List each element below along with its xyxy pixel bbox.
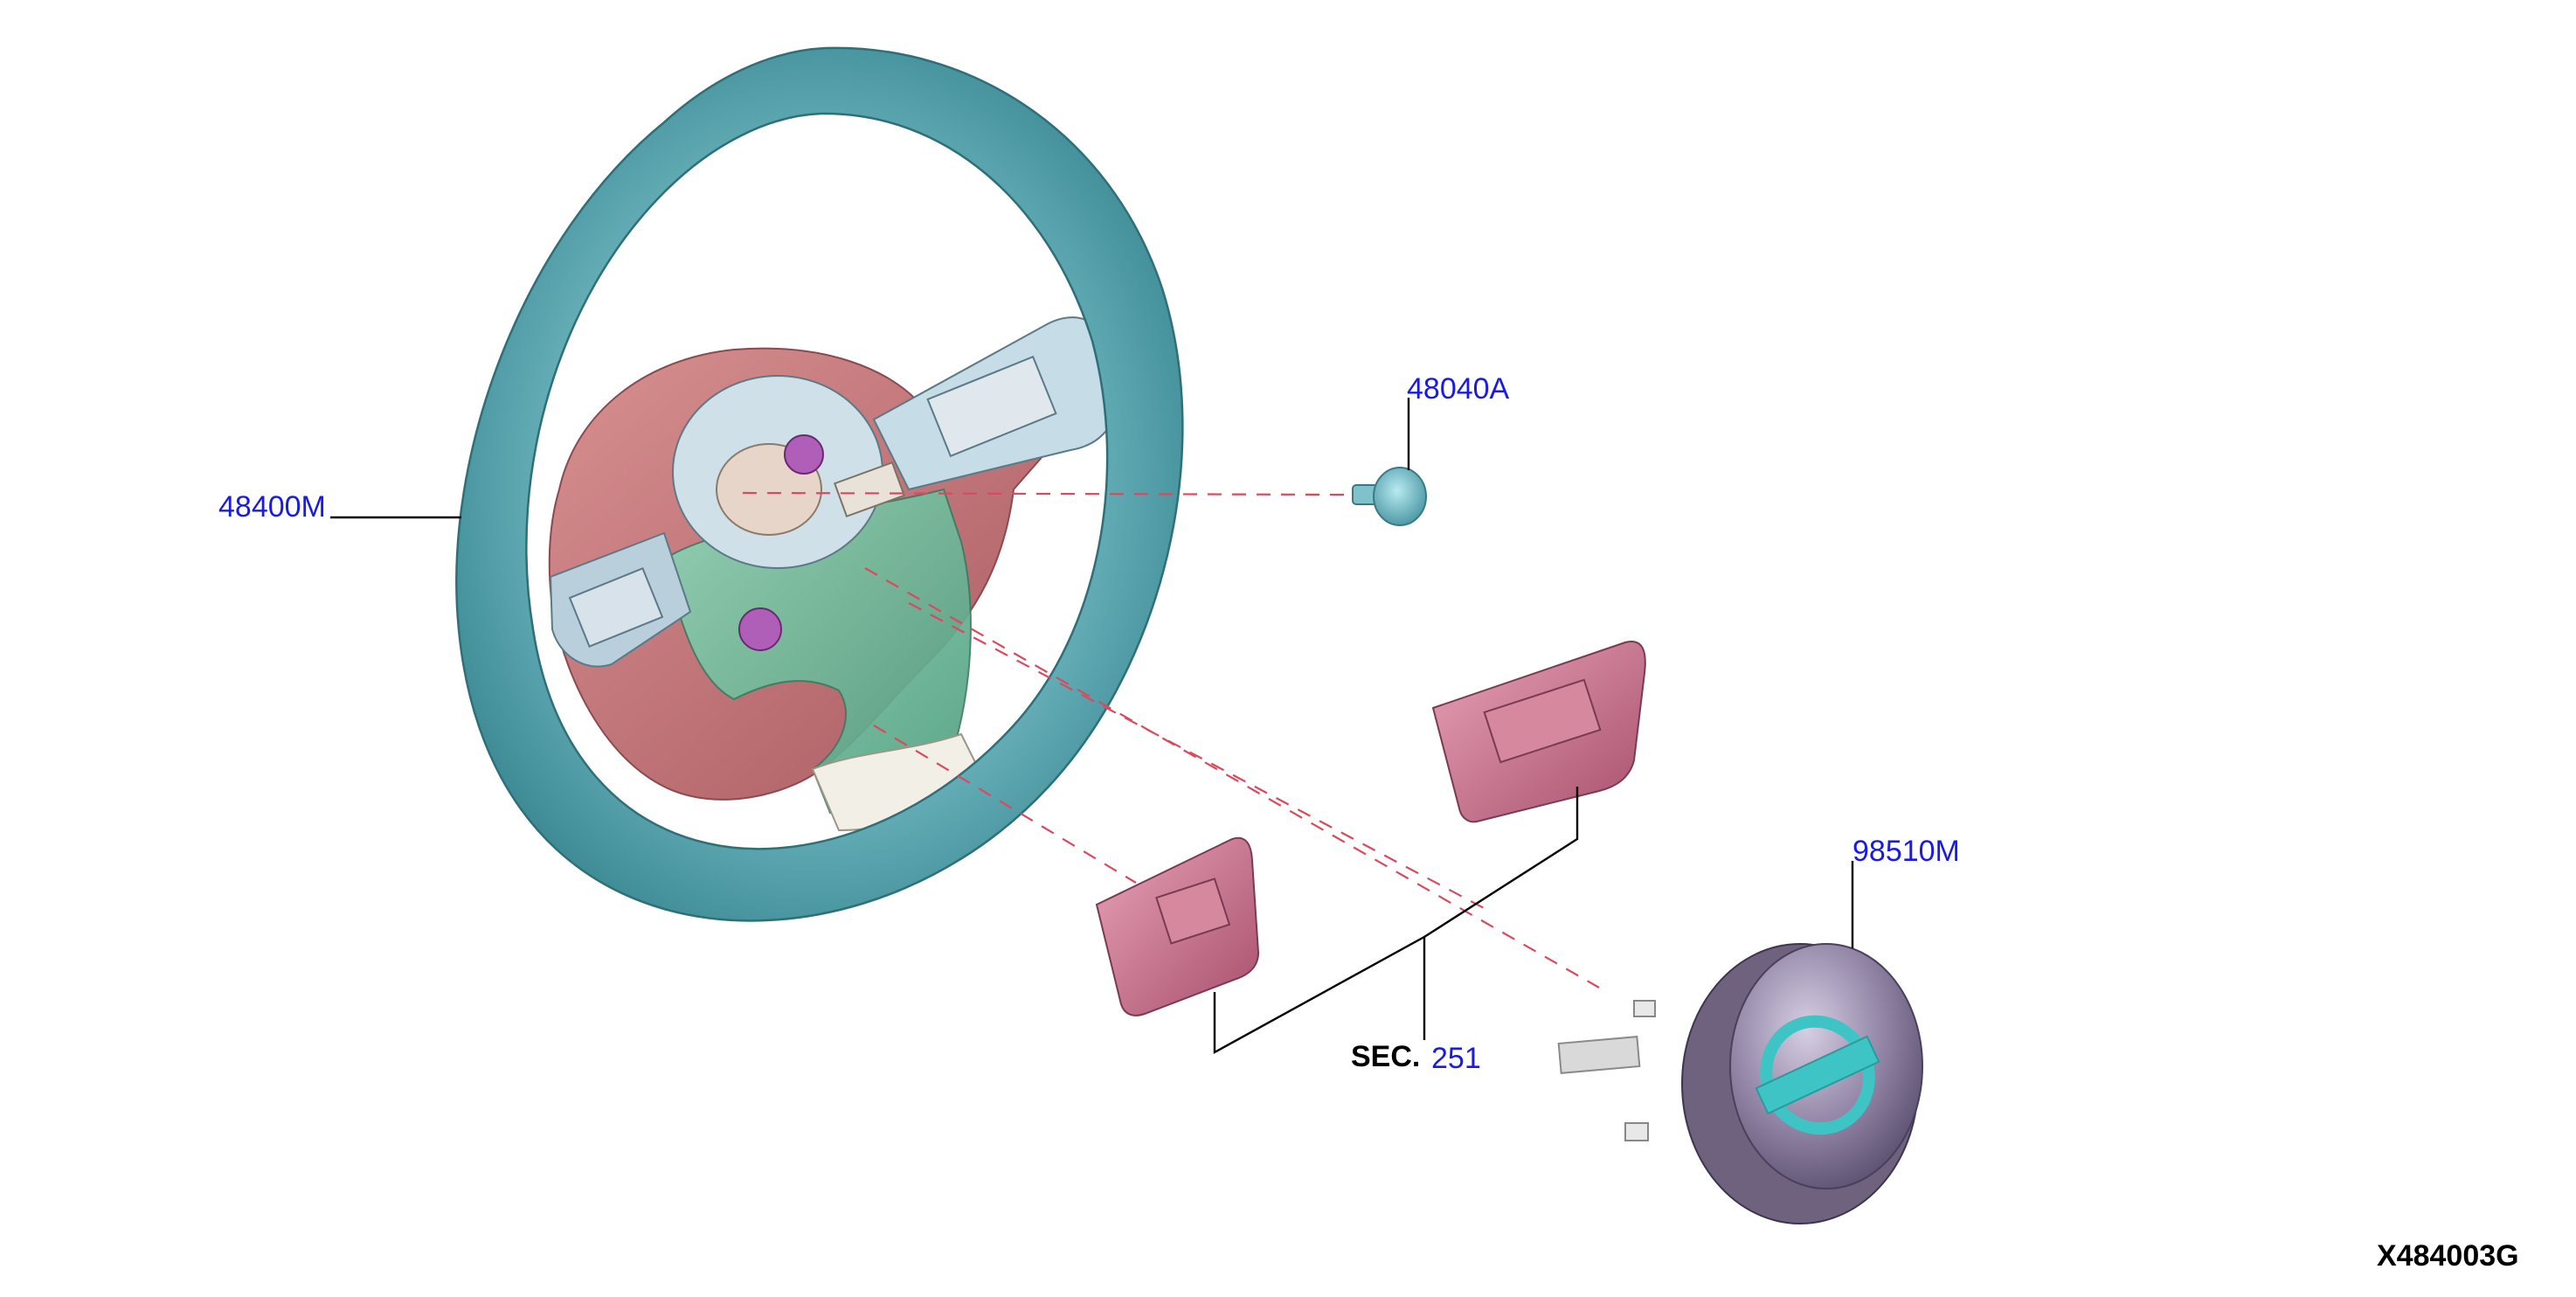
bolt-part xyxy=(1352,467,1427,526)
leader-sec-251-right xyxy=(1423,787,1579,939)
section-prefix: SEC. xyxy=(1351,1040,1420,1073)
connector-lower xyxy=(738,607,782,651)
callout-98510M: 98510M xyxy=(1852,835,1960,868)
callout-48400M: 48400M xyxy=(218,490,326,524)
figure-code: X484003G xyxy=(2377,1239,2519,1273)
switch-right xyxy=(1431,641,1646,823)
airbag-module-part xyxy=(1557,943,1923,1224)
connector-upper xyxy=(784,434,824,475)
callout-48040A: 48040A xyxy=(1407,372,1510,406)
leader-sec-251 xyxy=(1213,934,1426,1055)
switch-left xyxy=(1095,836,1260,1016)
leader-lines xyxy=(330,398,1854,1055)
left-switch-mount xyxy=(568,567,664,648)
wheel-rim xyxy=(455,46,1184,922)
assembly-lines xyxy=(742,491,1600,988)
bolt-head xyxy=(1373,467,1427,526)
airbag-connector xyxy=(1557,1036,1641,1074)
airbag-emblem xyxy=(1755,1015,1880,1135)
hub-bracket xyxy=(833,461,906,518)
section-number: 251 xyxy=(1431,1042,1481,1075)
steering-wheel-assembly xyxy=(455,46,1184,922)
right-switch-mount xyxy=(926,355,1057,458)
